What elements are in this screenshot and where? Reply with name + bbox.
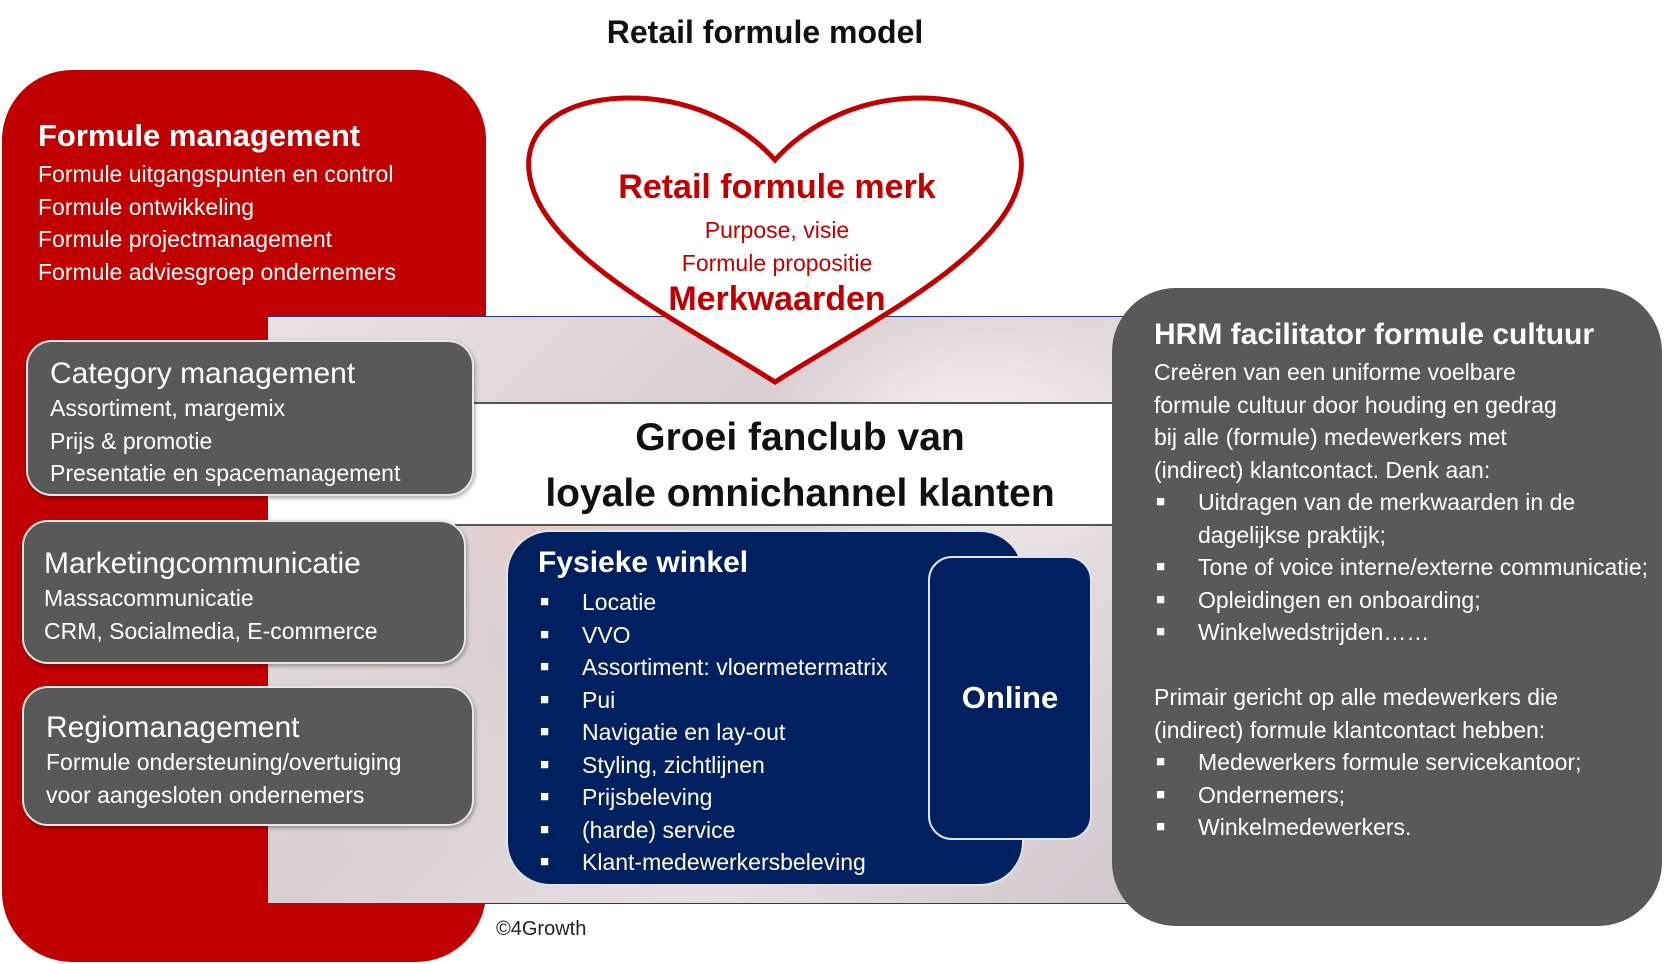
heart-line: Formule propositie: [681, 250, 873, 276]
square-bullet-icon: ■: [540, 593, 550, 610]
formule-item: Formule uitgangspunten en control: [38, 161, 394, 187]
square-bullet-icon: ■: [540, 690, 550, 708]
marketingcommunicatie-title: Marketingcommunicatie: [44, 547, 361, 580]
list-item: ■Winkelmedewerkers.: [1154, 811, 1654, 844]
formule-management-title: Formule management: [38, 118, 361, 153]
square-bullet-icon: ■: [540, 853, 550, 870]
list-item: ■Opleidingen en onboarding;: [1154, 584, 1654, 617]
regiomanagement-box: Regiomanagement Formule ondersteuning/ov…: [22, 686, 474, 826]
hrm-panel: [1112, 288, 1662, 926]
formule-item: Formule ontwikkeling: [38, 193, 255, 220]
list-item: ■Prijsbeleving: [538, 781, 887, 814]
hrm-focus-line: (indirect) formule klantcontact hebben:: [1154, 716, 1546, 743]
heart-subtitle: Purpose, visie Formule propositie: [555, 214, 999, 280]
hrm-body: Creëren van een uniforme voelbare formul…: [1154, 356, 1654, 844]
category-item: Prijs & promotie: [50, 427, 213, 454]
regiomanagement-title: Regiomanagement: [46, 711, 300, 744]
square-bullet-icon: ■: [540, 820, 550, 838]
square-bullet-icon: ■: [1156, 785, 1166, 803]
hrm-intro-line: (indirect) klantcontact. Denk aan:: [1154, 456, 1491, 483]
marketingcommunicatie-box: Marketingcommunicatie Massacommunicatie …: [22, 520, 466, 664]
list-item: ■Tone of voice interne/externe communica…: [1154, 551, 1654, 584]
square-bullet-icon: ■: [540, 658, 550, 675]
fysieke-winkel-title: Fysieke winkel: [538, 546, 749, 579]
list-item: ■(harde) service: [538, 814, 887, 847]
growth-text: Groei fanclub van loyale omnichannel kla…: [460, 410, 1140, 522]
heart-title: Retail formule merk: [618, 168, 936, 206]
category-management-title: Category management: [50, 357, 356, 390]
spacer: [1154, 649, 1654, 682]
hrm-intro-line: formule cultuur door houding en gedrag: [1154, 391, 1557, 418]
growth-line: loyale omnichannel klanten: [545, 472, 1055, 515]
square-bullet-icon: ■: [1156, 818, 1166, 835]
marketing-item: CRM, Socialmedia, E-commerce: [44, 617, 378, 644]
hrm-title: HRM facilitator formule cultuur: [1154, 318, 1595, 351]
marketing-item: Massacommunicatie: [44, 585, 254, 611]
square-bullet-icon: ■: [1156, 558, 1166, 575]
hrm-intro-line: Creëren van een uniforme voelbare: [1154, 359, 1516, 385]
growth-line: Groei fanclub van: [635, 416, 965, 459]
category-item: Presentatie en spacemanagement: [50, 460, 401, 486]
list-item: ■Klant-medewerkersbeleving: [538, 846, 887, 879]
fysieke-winkel-list: ■Locatie ■VVO ■Assortiment: vloermeterma…: [538, 586, 887, 879]
list-item: ■VVO: [538, 619, 887, 652]
copyright: ©4Growth: [496, 918, 587, 940]
square-bullet-icon: ■: [1156, 590, 1166, 608]
hrm-focus-line: Primair gericht op alle medewerkers die: [1154, 684, 1558, 710]
square-bullet-icon: ■: [540, 788, 550, 805]
heart-values: Merkwaarden: [668, 280, 886, 318]
heart-shape: [526, 95, 1024, 385]
page-title: Retail formule model: [606, 14, 924, 50]
list-item: ■Pui: [538, 684, 887, 717]
hrm-intro-line: bij alle (formule) medewerkers met: [1154, 424, 1507, 450]
list-item: ■Navigatie en lay-out: [538, 716, 887, 749]
heart-line: Purpose, visie: [704, 217, 850, 243]
square-bullet-icon: ■: [540, 723, 550, 740]
square-bullet-icon: ■: [1156, 623, 1166, 640]
formule-item: Formule projectmanagement: [38, 226, 333, 252]
online-box: Online: [928, 556, 1092, 840]
list-item: ■Locatie: [538, 586, 887, 619]
list-item: ■Winkelwedstrijden……: [1154, 616, 1654, 649]
square-bullet-icon: ■: [1156, 753, 1166, 770]
formule-item: Formule adviesgroep ondernemers: [38, 258, 396, 285]
square-bullet-icon: ■: [1156, 493, 1166, 510]
regio-item: Formule ondersteuning/overtuiging: [46, 749, 402, 775]
category-management-box: Category management Assortiment, margemi…: [26, 340, 474, 496]
square-bullet-icon: ■: [540, 625, 550, 643]
formule-management-list: Formule uitgangspunten en control Formul…: [38, 158, 396, 288]
list-item: ■Styling, zichtlijnen: [538, 749, 887, 782]
heart-outline: [526, 95, 1024, 385]
list-item: ■Uitdragen van de merkwaarden in de dage…: [1154, 486, 1654, 551]
list-item: ■Assortiment: vloermetermatrix: [538, 651, 887, 684]
category-item: Assortiment, margemix: [50, 395, 286, 421]
list-item: ■Medewerkers formule servicekantoor;: [1154, 746, 1654, 779]
list-item: ■Ondernemers;: [1154, 779, 1654, 812]
square-bullet-icon: ■: [540, 755, 550, 773]
regio-item: voor aangesloten ondernemers: [46, 781, 365, 808]
